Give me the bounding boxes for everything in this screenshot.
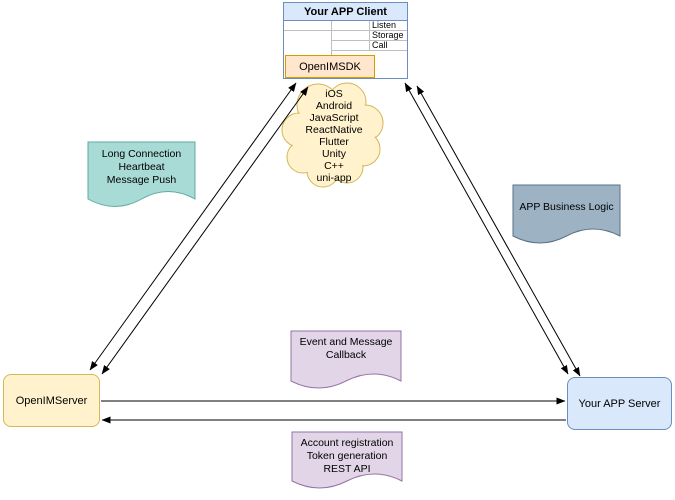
callout-event-callback-shape <box>290 330 402 389</box>
client-grid-vline-2 <box>369 21 370 50</box>
platform-label: Android <box>315 100 353 112</box>
client-box: Your APP Client Listen Storage Call Open… <box>283 2 408 79</box>
client-title: Your APP Client <box>284 3 407 21</box>
platform-label: C++ <box>324 160 344 172</box>
client-row-label-call: Call <box>372 40 388 50</box>
callout-business-logic-text: APP Business Logic <box>513 201 620 214</box>
callout-line: REST API <box>323 463 371 475</box>
callout-line: Callback <box>325 349 367 361</box>
platform-cloud-text: iOS Android JavaScript ReactNative Flutt… <box>290 88 378 184</box>
openimserver-label: OpenIMServer <box>15 394 88 407</box>
client-grid-vline-1 <box>331 21 332 55</box>
platform-label: ReactNative <box>305 124 363 136</box>
appserver-node: Your APP Server <box>567 377 672 430</box>
platform-label: uni-app <box>316 172 352 184</box>
openimsdk-box: OpenIMSDK <box>285 55 375 78</box>
platform-label: JavaScript <box>309 112 359 124</box>
callout-line: Event and Message <box>299 336 393 348</box>
openimsdk-label: OpenIMSDK <box>299 60 361 73</box>
callout-line: Message Push <box>106 174 177 186</box>
callout-rest-api-text: Account registration Token generation RE… <box>292 437 402 476</box>
callout-business-logic-shape <box>512 184 621 244</box>
client-row-label-listen: Listen <box>372 20 397 30</box>
callout-line: Heartbeat <box>118 161 165 173</box>
client-grid-hline-3 <box>331 50 407 51</box>
client-grid-hline-2 <box>331 40 407 41</box>
client-grid-hline-1 <box>284 30 407 31</box>
platform-label: Flutter <box>319 136 349 148</box>
arrow-openimserver-sdk-2 <box>101 86 309 375</box>
callout-event-callback-text: Event and Message Callback <box>291 336 401 362</box>
arrow-openimserver-sdk-1 <box>89 82 297 371</box>
platform-label: iOS <box>325 88 343 100</box>
callout-line: Long Connection <box>101 148 182 160</box>
client-row-label-storage: Storage <box>372 30 404 40</box>
callout-line: Token generation <box>306 450 388 462</box>
callout-line: Account registration <box>300 437 394 449</box>
callout-rest-api-shape <box>291 431 403 489</box>
arrow-client-appserver-2 <box>416 85 581 377</box>
platform-label: Unity <box>322 148 346 160</box>
appserver-label: Your APP Server <box>578 397 661 410</box>
openimserver-node: OpenIMServer <box>3 374 100 427</box>
callout-line: APP Business Logic <box>519 201 614 213</box>
callout-long-connection-text: Long Connection Heartbeat Message Push <box>88 148 195 187</box>
